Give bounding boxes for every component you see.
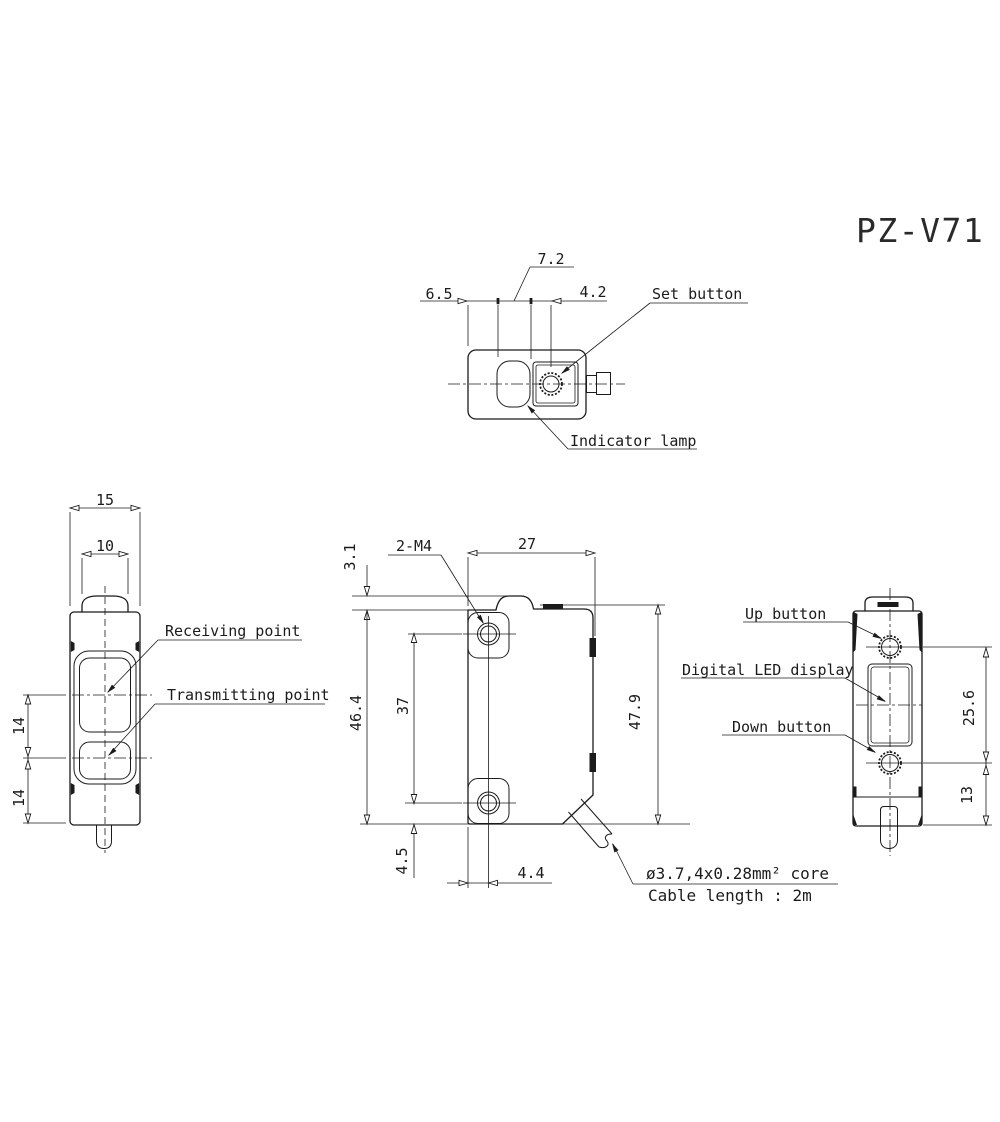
top-tab bbox=[543, 604, 563, 610]
top-view-leaders bbox=[525, 302, 748, 450]
mounting-hole-bottom bbox=[463, 778, 516, 824]
dim-13: 13 bbox=[958, 786, 976, 804]
right-side-view: Up button Digital LED display Down butto… bbox=[681, 588, 992, 856]
front-view-dimension-lines bbox=[352, 549, 690, 888]
connector-shape bbox=[586, 372, 611, 395]
model-title: PZ-V71 bbox=[856, 211, 984, 250]
dim-15: 15 bbox=[96, 491, 114, 509]
dim-37: 37 bbox=[394, 697, 412, 715]
dim-2-m4: 2-M4 bbox=[396, 537, 432, 555]
dim-25-6: 25.6 bbox=[960, 690, 978, 726]
dim-3-1: 3.1 bbox=[341, 543, 359, 570]
label-indicator-lamp: Indicator lamp bbox=[570, 432, 696, 450]
dim-7-2: 7.2 bbox=[537, 250, 564, 268]
top-view-body bbox=[448, 349, 625, 420]
front-view: 2-M4 27 3.1 46.4 37 47.9 4.5 4.4 ø3.7,4x… bbox=[341, 535, 838, 905]
label-down-button: Down button bbox=[732, 718, 831, 736]
left-view-body bbox=[69, 586, 152, 853]
dim-4-2: 4.2 bbox=[579, 283, 606, 301]
cable-stub bbox=[880, 806, 898, 849]
note-cable-spec: ø3.7,4x0.28mm² core bbox=[646, 864, 829, 883]
note-cable-length: Cable length : 2m bbox=[648, 886, 812, 905]
label-set-button: Set button bbox=[652, 285, 742, 303]
label-transmitting-point: Transmitting point bbox=[167, 686, 330, 704]
dim-10: 10 bbox=[96, 537, 114, 555]
right-view-dimension-lines bbox=[923, 646, 992, 826]
left-view-leaders bbox=[105, 639, 325, 758]
dim-47-9: 47.9 bbox=[626, 694, 644, 730]
dim-4-4: 4.4 bbox=[517, 864, 544, 882]
mounting-hole-top bbox=[463, 612, 516, 659]
cable-exit bbox=[568, 798, 613, 848]
top-cap-tab bbox=[877, 602, 899, 607]
dim-14-lower: 14 bbox=[10, 789, 28, 807]
dim-4-5: 4.5 bbox=[393, 847, 411, 874]
left-side-view: 15 10 14 14 Receiving point Transmitting… bbox=[10, 491, 330, 853]
side-tab-lower bbox=[589, 753, 596, 772]
label-digital-led-display: Digital LED display bbox=[682, 661, 854, 679]
side-tab-upper bbox=[589, 638, 596, 657]
lens-head-shape bbox=[81, 595, 129, 613]
label-up-button: Up button bbox=[745, 605, 826, 623]
front-view-leaders bbox=[388, 554, 838, 885]
front-view-body bbox=[463, 595, 613, 888]
dim-46-4: 46.4 bbox=[347, 695, 365, 731]
dim-14-upper: 14 bbox=[10, 717, 28, 735]
label-receiving-point: Receiving point bbox=[165, 622, 300, 640]
dim-27: 27 bbox=[518, 535, 536, 553]
right-view-leaders bbox=[681, 621, 888, 755]
top-view: 6.5 7.2 4.2 Set button Indicator lamp bbox=[420, 250, 748, 450]
top-cap bbox=[864, 596, 914, 612]
left-view-dimension-lines bbox=[23, 504, 141, 824]
top-view-dimension-lines bbox=[420, 266, 607, 367]
dim-6-5: 6.5 bbox=[425, 285, 452, 303]
cable-stub bbox=[96, 825, 112, 849]
right-view-body bbox=[852, 588, 923, 856]
